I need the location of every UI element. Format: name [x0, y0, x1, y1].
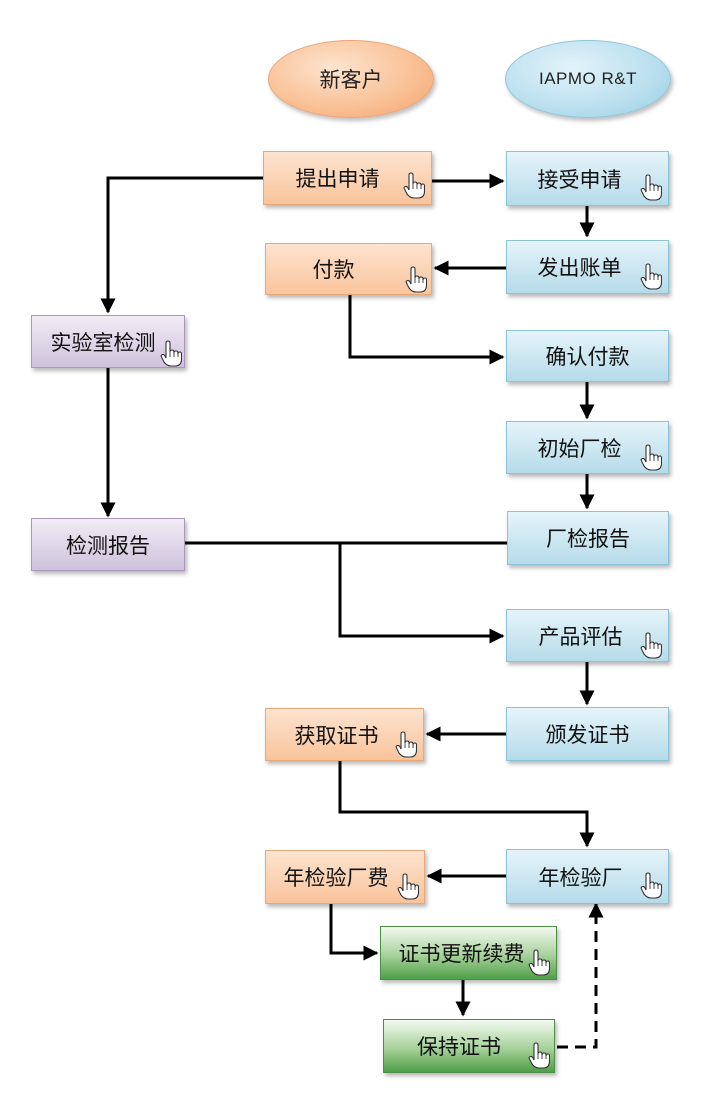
- step-label: 确认付款: [545, 345, 630, 369]
- step-issue-certificate[interactable]: 颁发证书: [506, 707, 669, 761]
- hand-pointer-icon: [397, 873, 419, 900]
- step-accept-application[interactable]: 接受申请: [506, 151, 669, 206]
- arrow-obtain-to-annual: [338, 761, 595, 848]
- step-test-report[interactable]: 检测报告: [31, 518, 185, 571]
- step-obtain-certificate[interactable]: 获取证书: [265, 708, 424, 761]
- step-initial-factory-inspection[interactable]: 初始厂检: [506, 421, 669, 474]
- step-payment[interactable]: 付款: [265, 243, 432, 295]
- lane-iapmo: IAPMO R&T: [505, 40, 671, 118]
- dashed-maintain-to-annual: [557, 902, 604, 1049]
- arrow-reports-to-evaluation: [338, 543, 505, 644]
- hand-pointer-icon: [405, 266, 427, 293]
- step-label: 保持证书: [417, 1035, 501, 1059]
- step-issue-bill[interactable]: 发出账单: [506, 240, 669, 294]
- step-label: 颁发证书: [545, 723, 630, 747]
- hand-pointer-icon: [640, 632, 662, 659]
- step-factory-inspection-report[interactable]: 厂检报告: [507, 511, 669, 565]
- step-label: 年检验厂费: [283, 866, 389, 890]
- step-label: 实验室检测: [50, 330, 156, 355]
- hand-pointer-icon: [640, 444, 662, 471]
- step-label: 年检验厂: [538, 865, 623, 890]
- step-annual-inspection-fee[interactable]: 年检验厂费: [265, 850, 425, 904]
- hand-pointer-icon: [395, 731, 417, 758]
- step-submit-application[interactable]: 提出申请: [263, 151, 432, 205]
- step-annual-factory-inspection[interactable]: 年检验厂: [506, 849, 669, 904]
- step-lab-testing[interactable]: 实验室检测: [31, 315, 185, 368]
- lane-new-client: 新客户: [268, 40, 434, 118]
- step-maintain-certificate[interactable]: 保持证书: [383, 1019, 555, 1073]
- step-label: 获取证书: [294, 723, 379, 748]
- hand-pointer-icon: [640, 174, 662, 201]
- hand-pointer-icon: [160, 340, 182, 367]
- hand-pointer-icon: [640, 263, 662, 290]
- step-label: 检测报告: [66, 533, 150, 558]
- arrow-payment-to-confirm: [348, 295, 505, 365]
- arrow-submit-to-lab: [100, 176, 263, 314]
- arrow-fee-to-renewal: [329, 904, 379, 961]
- hand-pointer-icon: [528, 949, 550, 976]
- hand-pointer-icon: [403, 172, 425, 199]
- step-confirm-payment[interactable]: 确认付款: [506, 330, 669, 382]
- hand-pointer-icon: [640, 872, 662, 899]
- step-label: 提出申请: [295, 167, 380, 191]
- step-label: 发出账单: [537, 256, 622, 280]
- step-label: 厂检报告: [546, 527, 630, 551]
- hand-pointer-icon: [528, 1042, 550, 1069]
- lane-iapmo-label: IAPMO R&T: [538, 69, 637, 88]
- step-label: 产品评估: [538, 624, 623, 649]
- step-product-evaluation[interactable]: 产品评估: [506, 609, 669, 662]
- step-label: 初始厂检: [537, 436, 622, 461]
- step-label: 证书更新续费: [398, 942, 525, 966]
- lane-new-client-label: 新客户: [319, 68, 383, 92]
- step-label: 接受申请: [537, 167, 622, 192]
- step-certificate-renewal-fee[interactable]: 证书更新续费: [380, 926, 557, 980]
- step-label: 付款: [312, 258, 355, 282]
